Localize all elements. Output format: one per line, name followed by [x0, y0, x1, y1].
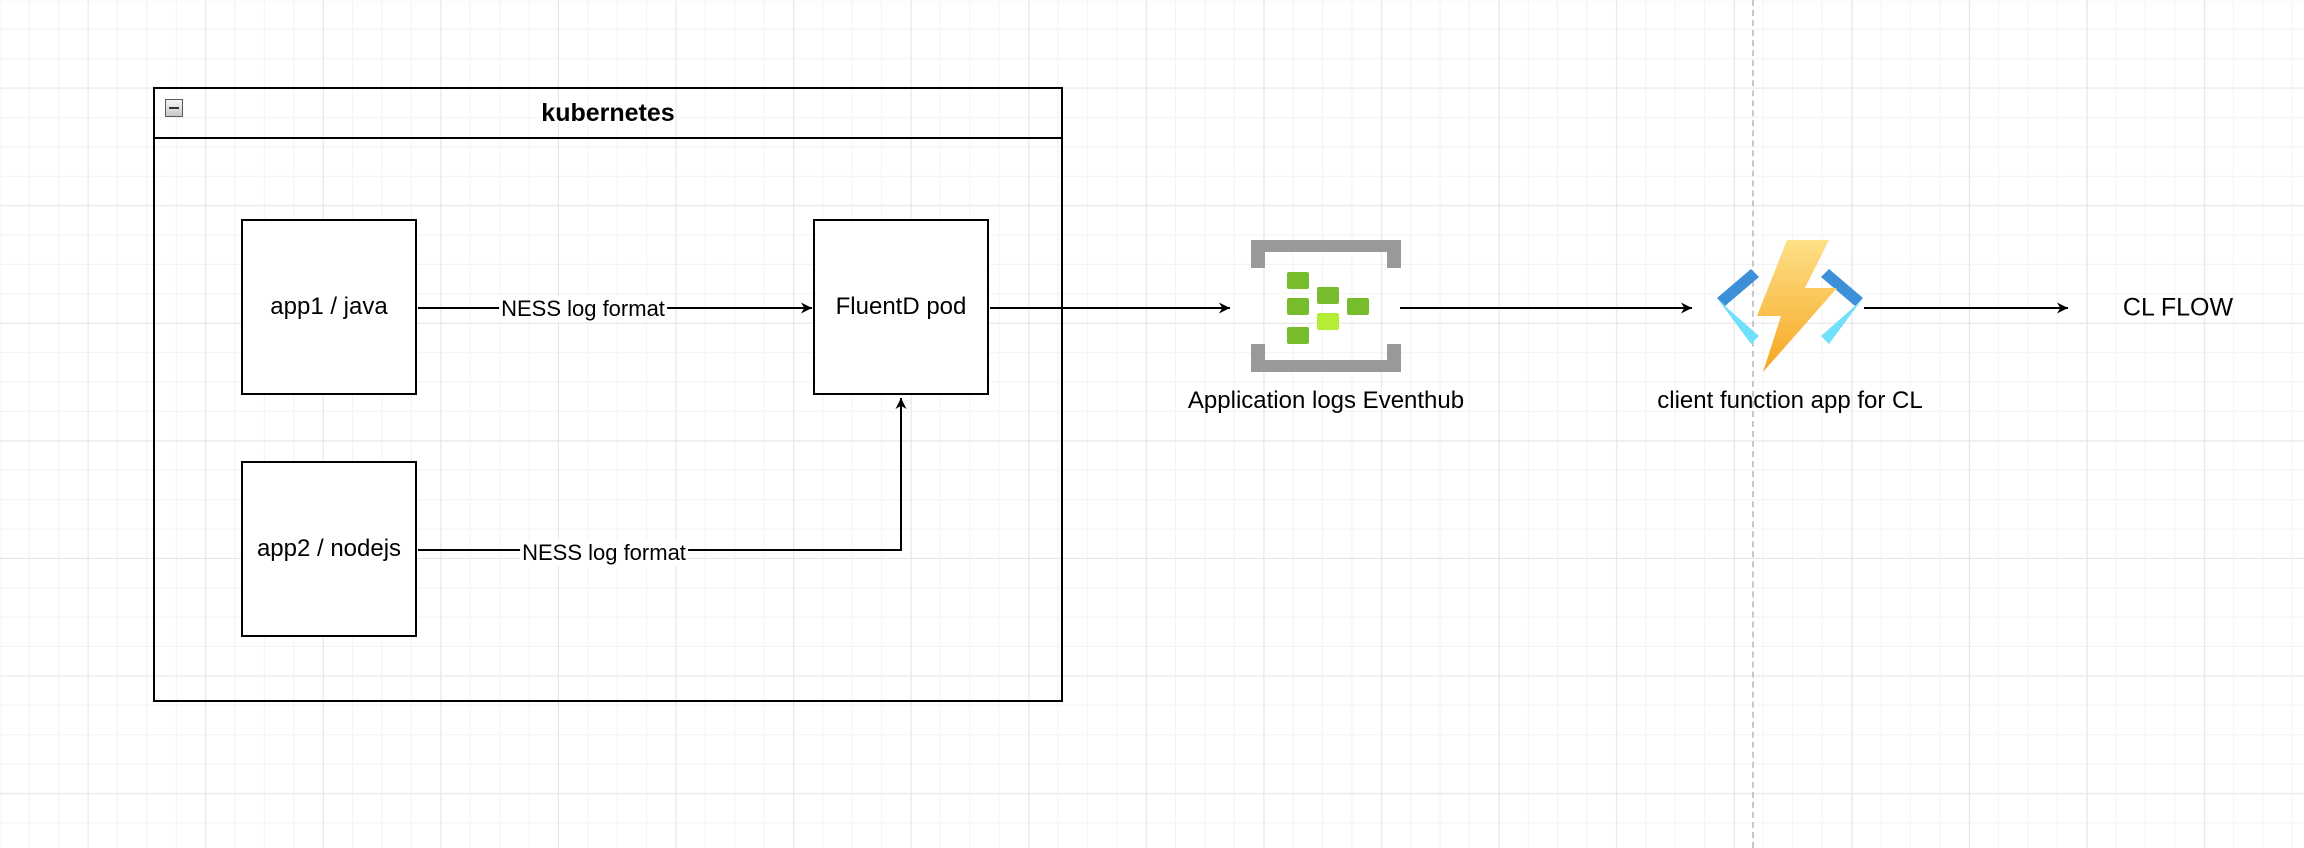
connector-app2-to-fluentd[interactable] — [418, 398, 907, 551]
node-app2-label: app2 / nodejs — [256, 535, 402, 562]
edge-label-app1-to-fluentd: NESS log format — [499, 296, 667, 322]
kubernetes-group-header[interactable]: kubernetes — [155, 89, 1061, 139]
node-fluentd-pod[interactable]: FluentD pod — [813, 219, 989, 395]
eventhub-label: Application logs Eventhub — [1187, 387, 1465, 414]
azure-function-app-icon[interactable] — [1713, 240, 1867, 372]
azure-event-hub-icon[interactable] — [1251, 240, 1401, 372]
page-break-line — [1752, 0, 1754, 848]
node-fluentd-label: FluentD pod — [835, 293, 967, 320]
node-app2-nodejs[interactable]: app2 / nodejs — [241, 461, 417, 637]
kubernetes-group[interactable]: kubernetes — [153, 87, 1063, 702]
node-app1-java[interactable]: app1 / java — [241, 219, 417, 395]
kubernetes-group-title: kubernetes — [541, 98, 675, 127]
function-app-label: client function app for CL — [1657, 387, 1923, 414]
minus-square-icon[interactable] — [165, 99, 183, 117]
edge-label-app2-to-fluentd: NESS log format — [520, 540, 688, 566]
cl-flow-label[interactable]: CL FLOW — [2122, 293, 2234, 322]
node-app1-label: app1 / java — [270, 293, 388, 320]
